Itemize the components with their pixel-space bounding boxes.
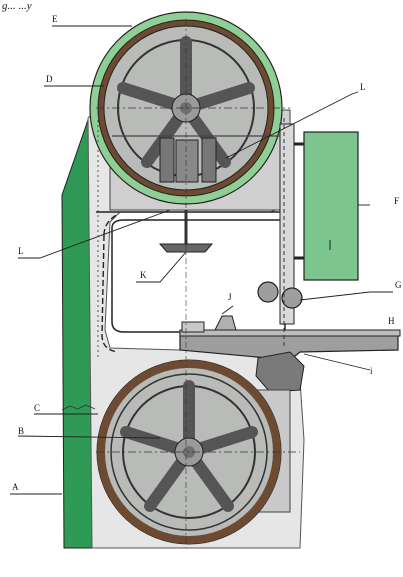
leader-lines [10,25,393,495]
tension-slide-block [175,139,199,183]
table-clamp [181,321,205,333]
frame-crack-mark [61,404,96,411]
label-E: E [52,14,58,24]
label-A: A [12,482,19,492]
label-J: J [228,292,232,302]
tension-bracket-left [159,137,175,183]
label-i: i [370,366,373,376]
label-H: H [388,316,395,326]
table-top-edge [179,329,401,337]
label-D: D [46,74,53,84]
throat-opening [111,219,286,333]
rip-fence [214,315,237,331]
blade-guard-panel [303,131,359,281]
label-B: B [18,426,24,436]
guide-roller-left [257,281,279,303]
guide-roller-right [281,287,303,309]
tension-bracket-right [201,137,217,183]
label-C: C [34,403,40,413]
label-K: K [140,270,147,280]
label-G: G [395,280,402,290]
throat-outline-inner [101,213,119,353]
table-trunnion [255,351,305,393]
label-L-top: L [360,82,366,92]
label-F: F [394,196,399,206]
label-L-mid: L [18,246,24,256]
figure-caption: g... ...y [2,0,32,12]
